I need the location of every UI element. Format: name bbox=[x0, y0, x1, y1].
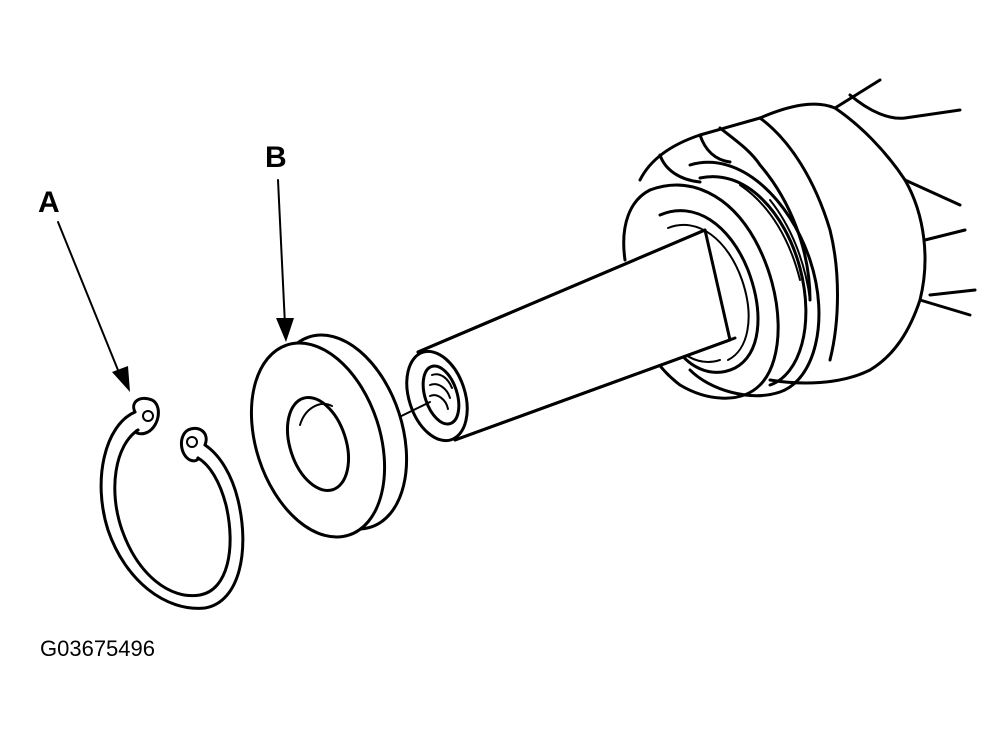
seal-washer-b bbox=[249, 333, 409, 539]
figure-id: G03675496 bbox=[40, 636, 155, 661]
rack-housing bbox=[622, 78, 977, 400]
leader-arrow-a bbox=[57, 221, 130, 392]
leader-arrow-b bbox=[276, 179, 294, 342]
tie-rod-shaft bbox=[384, 228, 737, 443]
callout-label-a: A bbox=[38, 186, 60, 219]
callout-label-b: B bbox=[265, 141, 287, 174]
snap-ring-a bbox=[99, 396, 245, 610]
